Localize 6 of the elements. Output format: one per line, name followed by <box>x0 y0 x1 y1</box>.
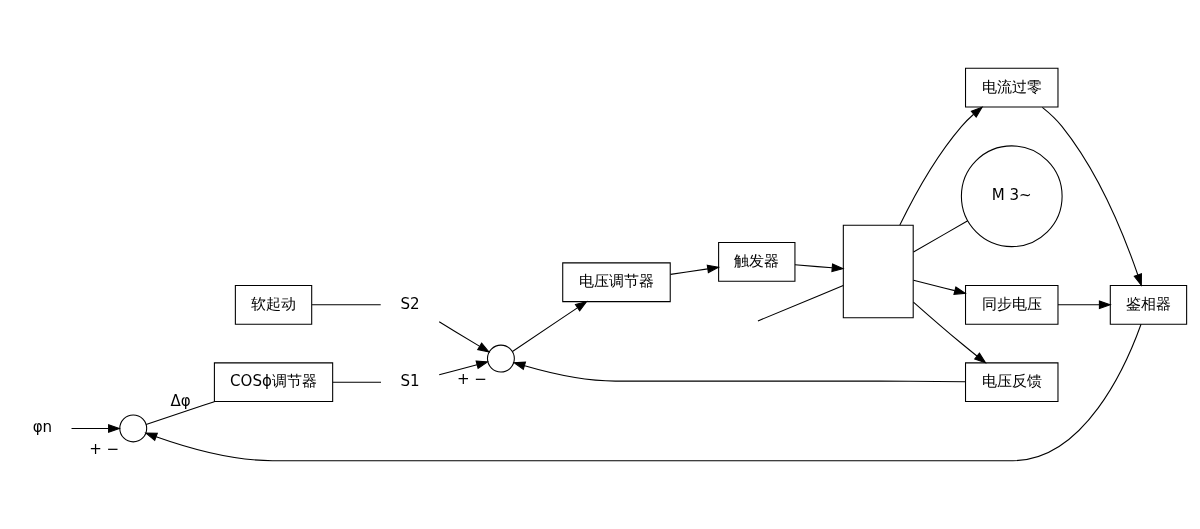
node-label: + − <box>89 439 120 458</box>
node-text: S2 <box>400 294 420 313</box>
node-text: S1 <box>400 372 420 391</box>
edge-label: Δφ <box>170 392 191 411</box>
node-text: φn <box>32 418 53 437</box>
node-label: + − <box>456 370 487 389</box>
